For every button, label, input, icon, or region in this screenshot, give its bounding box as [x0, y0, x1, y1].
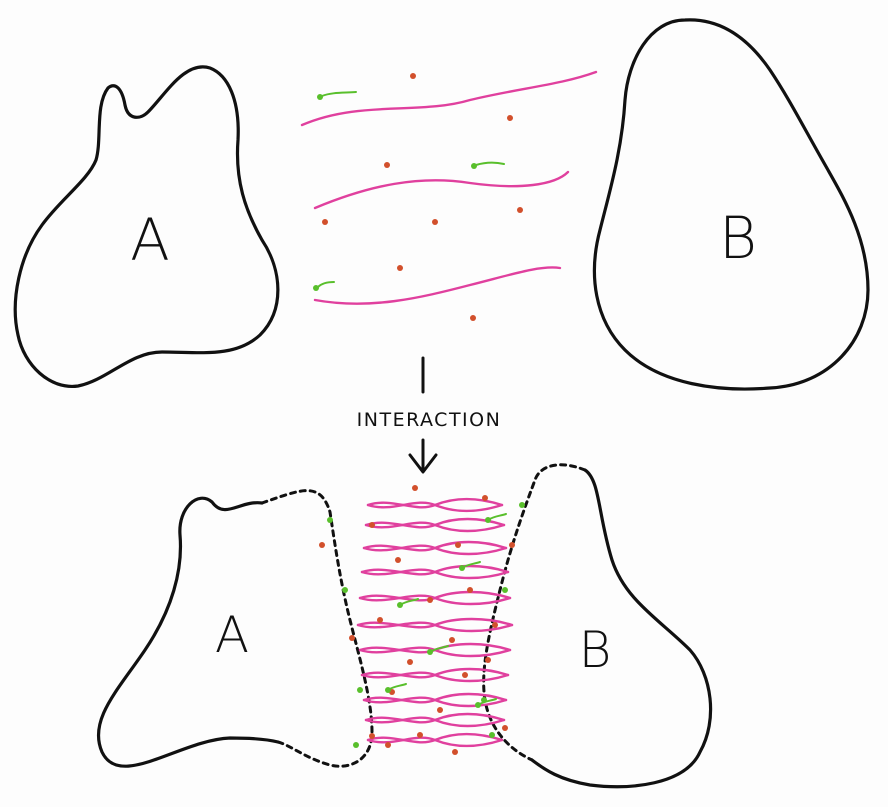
molecule-dot — [517, 207, 523, 213]
molecule-dot — [385, 742, 391, 748]
molecule-dot — [470, 315, 476, 321]
green-molecule — [489, 732, 495, 738]
molecule-dot — [449, 637, 455, 643]
molecule-dot — [437, 707, 443, 713]
green-molecule — [519, 502, 525, 508]
green-molecule — [385, 687, 391, 693]
green-molecule — [459, 565, 465, 571]
green-molecule — [475, 702, 481, 708]
cell-a-outline — [13, 65, 280, 388]
molecule-dot — [349, 635, 355, 641]
cell-b-bottom-membrane — [482, 463, 587, 762]
molecule-dot — [369, 733, 375, 739]
cell-b-label: B — [719, 204, 757, 272]
green-molecule — [313, 285, 319, 291]
molecule-dot — [384, 162, 390, 168]
molecule-dot — [397, 265, 403, 271]
molecule-dot — [322, 219, 328, 225]
molecule-dot — [462, 672, 468, 678]
green-molecule — [471, 163, 477, 169]
green-molecule — [317, 94, 323, 100]
cell-a-bottom-label: A — [215, 606, 249, 664]
fiber — [366, 501, 504, 513]
cell-a-label: A — [130, 206, 170, 274]
molecule-dot — [377, 617, 383, 623]
fiber — [313, 170, 570, 210]
cell-b-bottom-label: B — [579, 621, 612, 679]
molecule-dot — [432, 219, 438, 225]
green-molecule — [502, 587, 508, 593]
molecule-dot — [410, 73, 416, 79]
green-molecule — [485, 517, 491, 523]
molecule-dot — [452, 749, 458, 755]
fiber — [358, 594, 512, 606]
green-molecule — [321, 91, 357, 97]
cell-b-bottom: B — [482, 463, 713, 789]
green-molecule — [397, 602, 403, 608]
molecule-dot — [507, 115, 513, 121]
fiber — [364, 521, 506, 533]
fiber — [362, 544, 508, 556]
molecule-dot — [502, 725, 508, 731]
molecule-dot — [417, 732, 423, 738]
cell-a-bottom-membrane — [260, 489, 374, 768]
fiber — [300, 70, 598, 127]
cell-a-bottom-outline — [96, 496, 280, 768]
green-molecule — [357, 687, 363, 693]
fiber — [360, 671, 510, 683]
cell-b-top: B — [592, 18, 870, 391]
green-molecule — [327, 517, 333, 523]
green-molecule — [317, 281, 335, 288]
cell-b-bottom-outline — [530, 468, 713, 789]
molecule-dot — [427, 597, 433, 603]
molecule-dot — [395, 557, 401, 563]
molecule-dot — [455, 542, 461, 548]
extracellular-matrix-bottom — [319, 485, 525, 755]
interaction-label: INTERACTION — [357, 409, 502, 431]
fiber — [362, 696, 508, 708]
molecule-dot — [407, 659, 413, 665]
molecule-dot — [369, 522, 375, 528]
cell-a-top: A — [13, 65, 280, 388]
molecule-dot — [509, 542, 515, 548]
fiber — [313, 266, 562, 305]
green-molecule — [475, 161, 505, 166]
molecule-dot — [467, 587, 473, 593]
molecule-dot — [319, 542, 325, 548]
molecule-dot — [412, 485, 418, 491]
arrow-head — [408, 453, 438, 474]
fiber — [360, 568, 510, 580]
molecule-dot — [482, 495, 488, 501]
green-molecule — [353, 742, 359, 748]
molecule-dot — [485, 657, 491, 663]
fiber — [366, 736, 504, 748]
interaction-arrow: INTERACTION — [357, 356, 502, 474]
molecule-dot — [492, 622, 498, 628]
green-molecule — [427, 649, 433, 655]
cell-a-bottom: A — [96, 489, 374, 768]
green-molecule — [342, 587, 348, 593]
extracellular-matrix-top — [300, 70, 598, 321]
cell-b-outline — [592, 18, 870, 391]
fiber — [356, 621, 514, 633]
fiber — [364, 716, 506, 728]
green-molecule — [481, 697, 487, 703]
